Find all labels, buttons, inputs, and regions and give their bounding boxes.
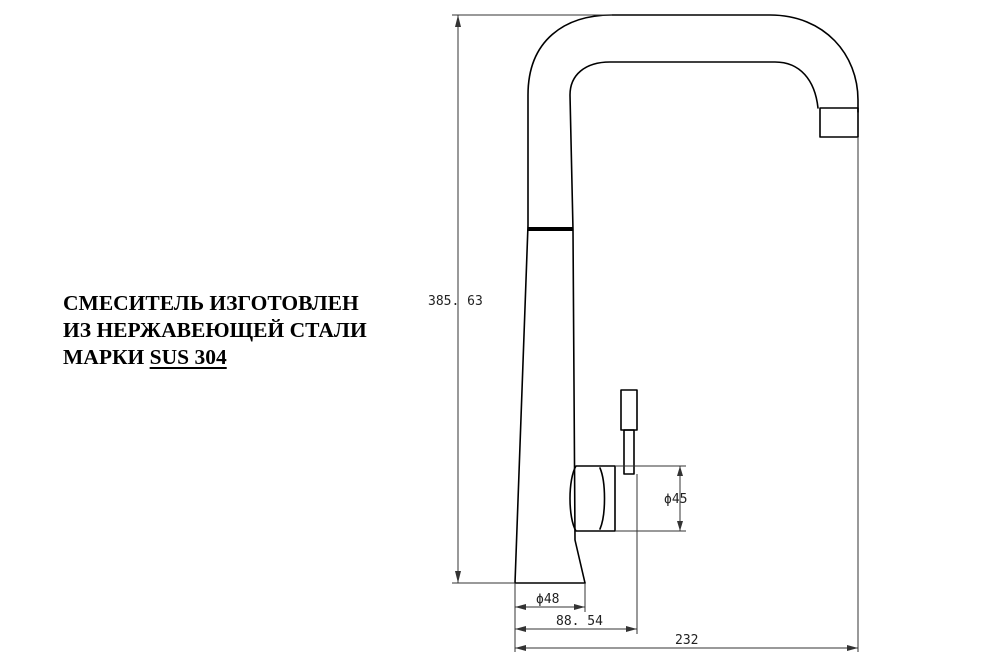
handle-hub — [569, 465, 616, 532]
arrow-total-right — [847, 645, 858, 651]
arrow-height-top — [455, 15, 461, 27]
arrow-total-left — [515, 645, 526, 651]
height-dimension-label: 385. 63 — [428, 294, 483, 309]
caption-line-2: ИЗ НЕРЖАВЕЮЩЕЙ СТАЛИ — [63, 318, 367, 342]
handle-offset-label: 88. 54 — [556, 614, 603, 629]
arrow-height-bottom — [455, 571, 461, 583]
arrow-handle-top — [677, 466, 683, 476]
spout-tip — [819, 107, 859, 138]
caption-line-1: СМЕСИТЕЛЬ ИЗГОТОВЛЕН — [63, 291, 359, 315]
arrow-base-left — [515, 604, 526, 610]
base-diameter-label: ϕ48 — [536, 592, 559, 607]
arrow-base-right — [574, 604, 585, 610]
arrow-handle-bottom — [677, 521, 683, 531]
handle-diameter-label: ϕ45 — [664, 492, 687, 507]
caption-line-3-prefix: МАРКИ — [63, 345, 150, 369]
caption-line-3: МАРКИ SUS 304 — [63, 344, 367, 371]
handle-lever — [620, 389, 638, 431]
total-width-label: 232 — [675, 633, 698, 648]
steel-grade: SUS 304 — [149, 345, 227, 369]
arrow-offset-left — [515, 626, 526, 632]
faucet-body-right-edge — [569, 61, 819, 584]
material-caption: СМЕСИТЕЛЬ ИЗГОТОВЛЕН ИЗ НЕРЖАВЕЮЩЕЙ СТАЛ… — [63, 290, 367, 371]
handle-hub-inner — [599, 467, 606, 530]
handle-lever-stem — [623, 429, 635, 475]
arrow-offset-right — [626, 626, 637, 632]
